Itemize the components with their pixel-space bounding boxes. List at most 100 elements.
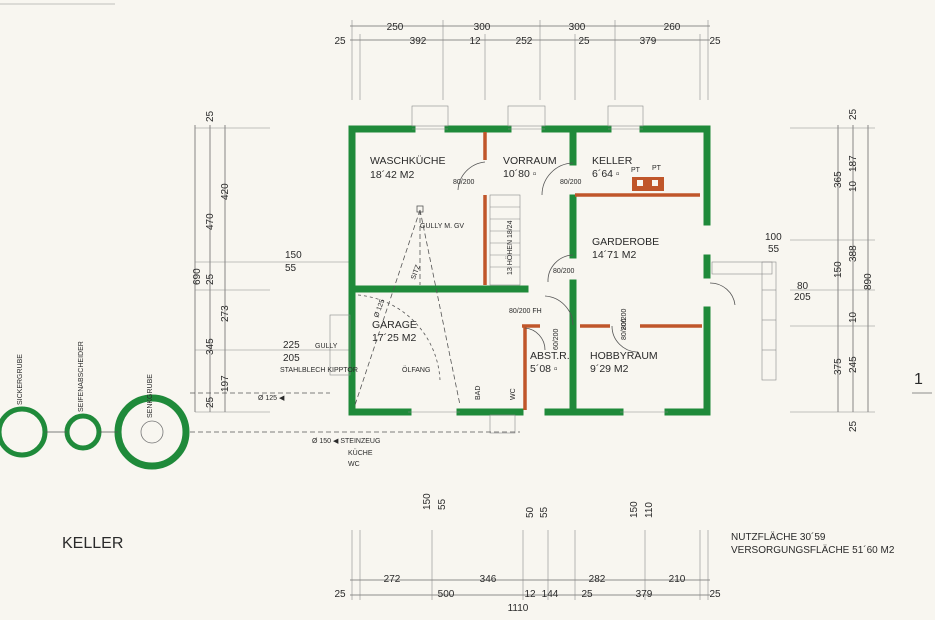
versorgungsflaeche: VERSORGUNGSFLÄCHE 51´60 M2 (731, 544, 895, 556)
gully-label: GULLY (315, 343, 338, 350)
dim-vb-4: 55 (539, 506, 550, 518)
door-label-4: 80/200 FH (509, 308, 542, 315)
dim-left-mid-3: 25 (205, 273, 216, 285)
room-vorraum-area: 10´80 ▫ (503, 168, 537, 180)
dim-left-mid-4: 25 (205, 396, 216, 408)
senkgrube-label: SENKGRUBE (147, 374, 154, 418)
dim-bot2-3: 12 (524, 589, 536, 600)
room-hobbyraum-name: HOBBYRAUM (590, 350, 658, 362)
room-garderobe-area: 14´71 M2 (592, 249, 637, 261)
door-label-7: 80/200 (621, 308, 628, 330)
dim-bot2-7: 25 (709, 589, 721, 600)
dim-top-4: 260 (664, 22, 681, 33)
dim-top2-7: 25 (709, 36, 721, 47)
nutzflaeche: NUTZFLÄCHE 30´59 (731, 531, 826, 543)
dim-vb-5: 150 (629, 501, 640, 518)
pipe-label-4b: KÜCHE (348, 449, 373, 457)
door-label-2: 80/200 (560, 179, 582, 186)
dim-bot-3: 282 (589, 574, 606, 585)
room-keller-name: KELLER (592, 155, 633, 167)
dim-win-r-2: 55 (768, 244, 780, 255)
room-vorraum-name: VORRAUM (503, 155, 557, 167)
dim-win-r-1: 100 (765, 232, 782, 243)
stair-label: 13 HÖHEN 18/24 (506, 220, 514, 275)
dim-win-r2-1: 80 (797, 281, 809, 292)
dim-right1-2: 150 (833, 261, 844, 278)
dim-bot2-2: 500 (438, 589, 455, 600)
door-label-5: 60/200 (553, 328, 560, 350)
dim-top2-4: 252 (516, 36, 533, 47)
dim-left-inner-3: 345 (205, 338, 216, 355)
dim-win-r2-2: 205 (794, 292, 811, 303)
dim-right2-1: 10 (848, 180, 859, 192)
gully-gv-label: GULLY M. GV (420, 223, 464, 230)
dim-left-inner-4: 197 (220, 375, 231, 392)
dim-right-total: 890 (863, 273, 874, 290)
sickergrube-label: SICKERGRUBE (17, 354, 24, 405)
dim-top-2: 300 (474, 22, 491, 33)
drainage: SITZ Ø 125 Ø 125 ◀ Ø 150 ◀ STEINZEUG KÜC… (190, 205, 520, 468)
dim-vb-3: 50 (525, 506, 536, 518)
room-abstr-area: 5´08 ▫ (530, 363, 558, 375)
dim-bot-4: 210 (669, 574, 686, 585)
room-hobbyraum-area: 9´29 M2 (590, 363, 629, 375)
dim-win-l2-2: 205 (283, 353, 300, 364)
dim-top2-6: 379 (640, 36, 657, 47)
room-garage-area: 17´25 M2 (372, 332, 417, 344)
windows (329, 105, 668, 434)
dim-top2-2: 392 (410, 36, 427, 47)
room-garage-name: GARAGE (372, 319, 417, 331)
dim-left-inner-2: 273 (220, 305, 231, 322)
page-number: 1 (914, 371, 923, 388)
bad-label: BAD (475, 386, 482, 400)
bottom-dimensions: 272 346 282 210 25 500 12 144 25 379 25 … (334, 493, 721, 614)
dim-bot-2: 346 (480, 574, 497, 585)
dim-bot2-6: 379 (636, 589, 653, 600)
boiler: PT PT (631, 165, 664, 191)
misc-labels: GULLY M. GV GULLY STAHLBLECH KIPPTOR ÖLF… (280, 223, 517, 400)
room-garderobe-name: GARDEROBE (592, 236, 659, 248)
dim-left-mid-2: 420 (220, 183, 231, 200)
dim-right2-5: 245 (848, 356, 859, 373)
stair: 13 HÖHEN 18/24 (489, 194, 521, 286)
cesspits: SICKERGRUBE SEIFENABSCHEIDER SENKGRUBE (0, 341, 190, 470)
pipe-label-4c: WC (348, 461, 360, 468)
dim-left-mid-1: 25 (205, 110, 216, 122)
dim-top2-3: 12 (469, 36, 481, 47)
exterior-steps (709, 261, 777, 381)
dim-vb-6: 110 (644, 502, 655, 518)
dim-win-l2-1: 225 (283, 340, 300, 351)
dim-right-edge-2: 25 (848, 420, 859, 432)
inner-walls (348, 125, 702, 416)
dim-right2-3: 388 (848, 245, 859, 262)
dim-right-edge-1: 25 (848, 108, 859, 120)
dim-vb-2: 55 (437, 498, 448, 510)
top-dimensions: 250 300 300 260 25 392 12 252 25 379 25 (334, 20, 721, 100)
room-labels: WASCHKÜCHE 18´42 M2 VORRAUM 10´80 ▫ KELL… (370, 155, 659, 375)
dim-bot2-4: 144 (542, 589, 559, 600)
dim-win-l-1: 150 (285, 250, 302, 261)
seifenabscheider-label: SEIFENABSCHEIDER (78, 341, 85, 412)
dim-bot2-1: 25 (334, 589, 346, 600)
pipe-label-4: Ø 150 ◀ STEINZEUG (312, 438, 380, 445)
dim-top-1: 250 (387, 22, 404, 33)
dim-bot-total: 1110 (508, 603, 529, 614)
page-title: KELLER (62, 535, 123, 552)
dim-left-inner-1: 470 (205, 213, 216, 230)
dim-right1-1: 365 (833, 171, 844, 188)
sickergrube-circle (0, 406, 48, 458)
door-label-6: 80/200 (621, 318, 628, 340)
dim-top2-1: 25 (334, 36, 346, 47)
dim-right1-3: 375 (833, 358, 844, 375)
pt-label-2: PT (652, 165, 662, 172)
pipe-label-2: Ø 125 (373, 298, 386, 318)
dim-bot2-5: 25 (581, 589, 593, 600)
seifenabscheider-circle (64, 413, 102, 451)
olfang-label: ÖLFANG (402, 366, 430, 374)
dim-top-3: 300 (569, 22, 586, 33)
door-label-3: 80/200 (553, 268, 575, 275)
room-keller-area: 6´64 ▫ (592, 168, 620, 180)
dim-left-outer: 690 (192, 268, 203, 285)
pipe-label-3: Ø 125 ◀ (258, 395, 285, 402)
